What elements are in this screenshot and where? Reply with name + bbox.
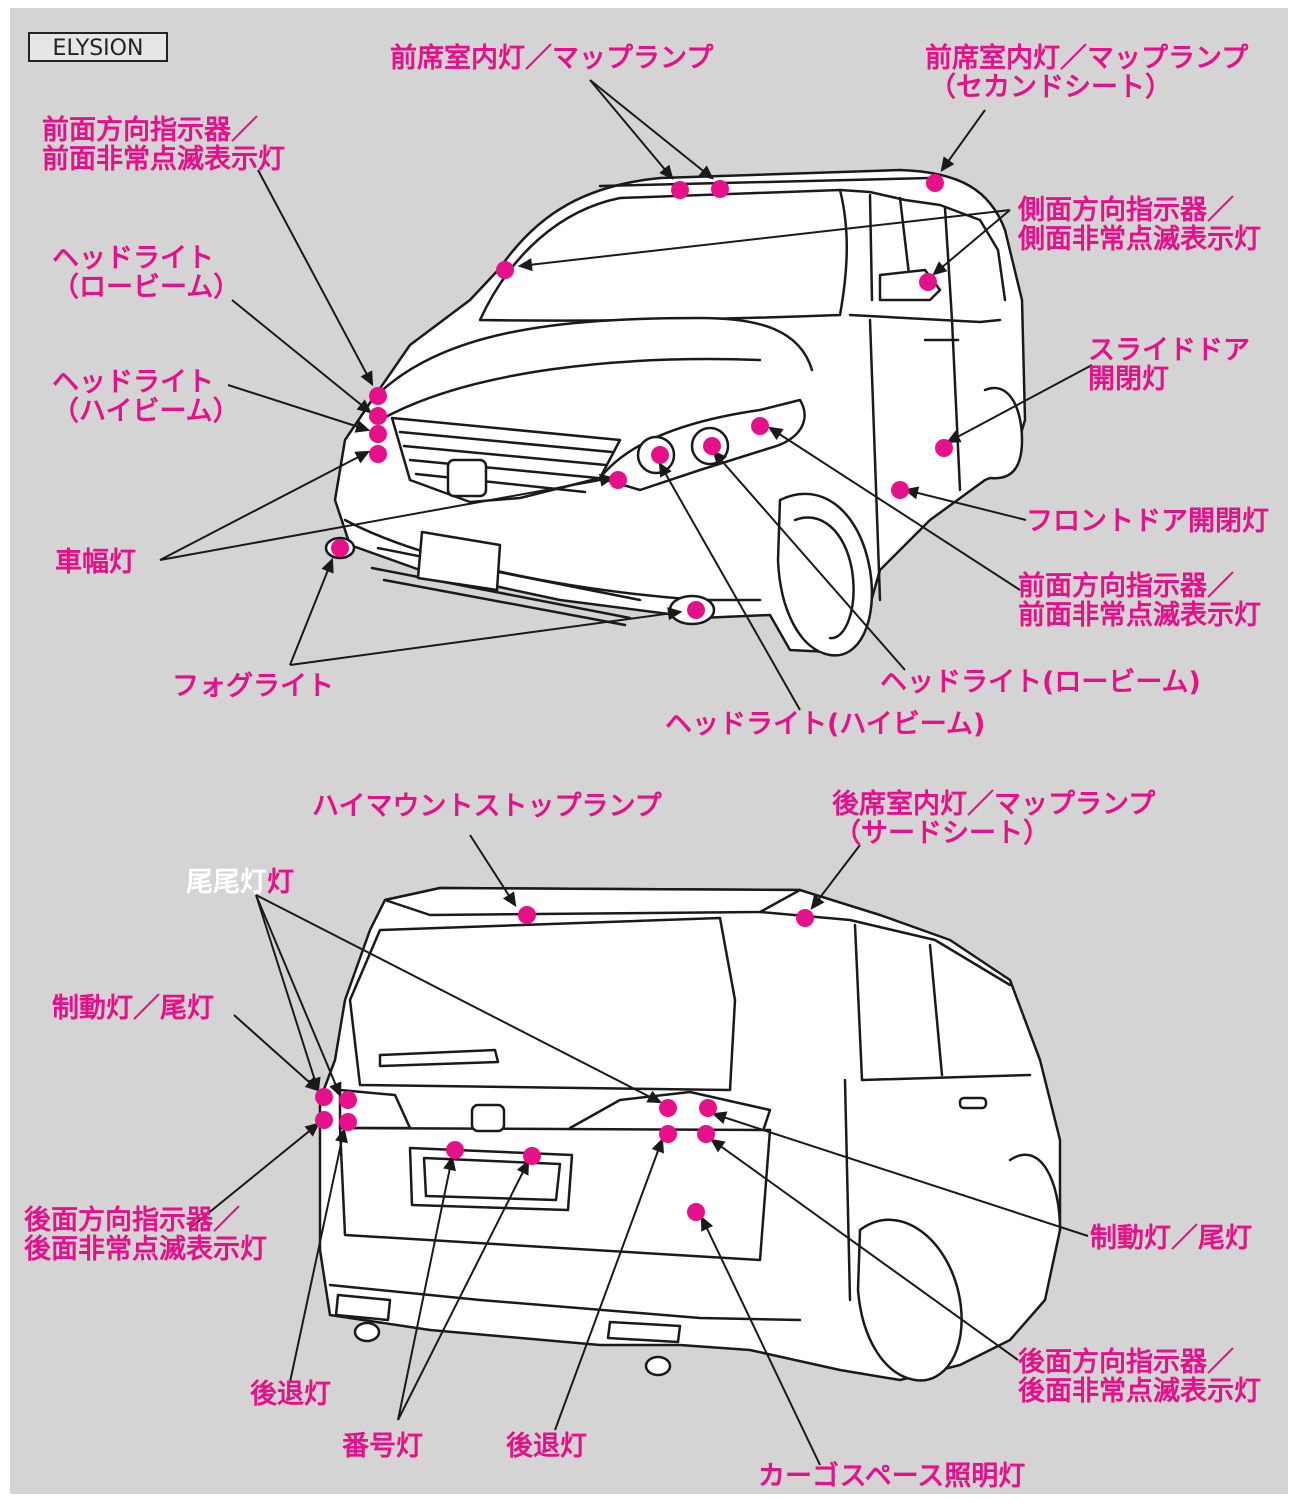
label-slide-door-line2: 開閉灯 <box>1088 365 1250 394</box>
label-tail-part2: 灯 <box>240 867 267 898</box>
label-front-turn-left: 前面方向指示器／ 前面非常点滅表示灯 <box>42 116 285 174</box>
label-rear-turn-right-line1: 後面方向指示器／ <box>1018 1348 1261 1377</box>
lamp-marker-dot <box>751 417 769 435</box>
arrowhead <box>362 372 372 384</box>
label-map-lamp-second-line1: 前席室内灯／マップランプ <box>925 44 1248 73</box>
leader-line <box>590 80 712 178</box>
lamp-marker-dot <box>703 437 721 455</box>
lamp-marker-dot <box>651 446 669 464</box>
lamp-marker-dot <box>711 180 729 198</box>
lamp-marker-dot <box>687 1203 705 1221</box>
lamp-marker-dot <box>369 407 387 425</box>
label-front-door: フロントドア開閉灯 <box>1026 507 1269 536</box>
label-slide-door-line1: スライドドア <box>1088 336 1250 365</box>
arrowhead <box>323 560 332 572</box>
rear-car-drawing <box>320 888 1060 1380</box>
label-side-turn: 側面方向指示器／ 側面非常点滅表示灯 <box>1018 196 1261 254</box>
label-rear-turn-left: 後面方向指示器／ 後面非常点滅表示灯 <box>24 1206 267 1264</box>
label-map-lamp-front: 前席室内灯／マップランプ <box>390 44 713 73</box>
lamp-marker-dot <box>919 273 937 291</box>
lamp-marker-dot <box>671 181 689 199</box>
label-brake-tail-right: 制動灯／尾灯 <box>1090 1224 1252 1253</box>
label-headlight-low-left: ヘッドライト （ロービーム） <box>52 244 240 302</box>
label-front-turn-right-line2: 前面非常点滅表示灯 <box>1018 601 1261 630</box>
lamp-marker-dot <box>315 1088 333 1106</box>
label-headlight-high-left-line2: （ハイビーム） <box>52 397 240 426</box>
leader-line <box>258 170 372 384</box>
lamp-marker-dot <box>687 601 705 619</box>
label-headlight-high-right: ヘッドライト(ハイビーム) <box>665 710 985 739</box>
label-fog: フォグライト <box>172 672 334 701</box>
lamp-marker-dot <box>523 1147 541 1165</box>
label-tail: 尾尾灯灯 <box>186 868 294 897</box>
lamp-marker-dot <box>369 425 387 443</box>
label-clearance: 車幅灯 <box>55 548 136 577</box>
label-cargo: カーゴスペース照明灯 <box>758 1462 1025 1491</box>
label-rear-map-lamp-line1: 後席室内灯／マップランプ <box>832 790 1155 819</box>
label-tail-part1: 尾尾 <box>186 867 240 898</box>
leader-line <box>256 895 318 1090</box>
lamp-marker-dot <box>518 906 536 924</box>
label-high-mount: ハイマウントストップランプ <box>312 792 662 821</box>
label-headlight-low-right: ヘッドライト(ロービーム) <box>880 668 1201 697</box>
lamp-marker-dot <box>699 1099 717 1117</box>
label-tail-part3: 灯 <box>267 867 294 898</box>
lamp-marker-dot <box>339 1113 357 1131</box>
lamp-marker-dot <box>935 439 953 457</box>
label-front-turn-right-line1: 前面方向指示器／ <box>1018 572 1261 601</box>
lamp-marker-dot <box>659 1099 677 1117</box>
label-rear-map-lamp-line2: （サードシート） <box>832 819 1155 848</box>
leader-line <box>290 612 680 665</box>
label-front-turn-left-line1: 前面方向指示器／ <box>42 116 285 145</box>
lamp-marker-dot <box>796 909 814 927</box>
leader-line <box>232 300 370 412</box>
label-reverse-left: 後退灯 <box>250 1380 331 1409</box>
label-front-turn-right: 前面方向指示器／ 前面非常点滅表示灯 <box>1018 572 1261 630</box>
leader-line <box>590 80 672 178</box>
label-rear-turn-right-line2: 後面非常点滅表示灯 <box>1018 1377 1261 1406</box>
lamp-marker-dot <box>496 261 514 279</box>
lamp-marker-dot <box>331 539 349 557</box>
label-reverse-right: 後退灯 <box>506 1432 587 1461</box>
label-rear-turn-left-line2: 後面非常点滅表示灯 <box>24 1235 267 1264</box>
lamp-marker-dot <box>659 1125 677 1143</box>
label-slide-door: スライドドア 開閉灯 <box>1088 336 1250 394</box>
lamp-marker-dot <box>609 471 627 489</box>
lamp-marker-dot <box>339 1091 357 1109</box>
lamp-marker-dot <box>891 481 909 499</box>
leader-line <box>228 385 368 430</box>
label-rear-map-lamp: 後席室内灯／マップランプ （サードシート） <box>832 790 1155 848</box>
label-map-lamp-second-line2: （セカンドシート） <box>925 73 1248 102</box>
label-side-turn-line1: 側面方向指示器／ <box>1018 196 1261 225</box>
lamp-marker-dot <box>446 1141 464 1159</box>
label-headlight-high-left: ヘッドライト （ハイビーム） <box>52 368 240 426</box>
label-license: 番号灯 <box>342 1432 423 1461</box>
label-side-turn-line2: 側面非常点滅表示灯 <box>1018 225 1261 254</box>
model-badge: ELYSION <box>28 32 168 62</box>
label-headlight-low-left-line2: （ロービーム） <box>52 273 240 302</box>
arrowhead <box>942 158 952 170</box>
lamp-marker-dot <box>369 387 387 405</box>
leader-line <box>290 560 332 665</box>
lamp-marker-dot <box>369 445 387 463</box>
label-headlight-high-left-line1: ヘッドライト <box>52 368 240 397</box>
lamp-marker-dot <box>697 1125 715 1143</box>
label-map-lamp-second: 前席室内灯／マップランプ （セカンドシート） <box>925 44 1248 102</box>
lamp-marker-dot <box>315 1111 333 1129</box>
lamp-marker-dot <box>926 174 944 192</box>
label-rear-turn-left-line1: 後面方向指示器／ <box>24 1206 267 1235</box>
front-car-drawing <box>326 170 1025 655</box>
label-brake-tail-left: 制動灯／尾灯 <box>52 994 214 1023</box>
leader-line <box>256 895 340 1095</box>
label-headlight-low-left-line1: ヘッドライト <box>52 244 240 273</box>
label-front-turn-left-line2: 前面非常点滅表示灯 <box>42 145 285 174</box>
label-rear-turn-right: 後面方向指示器／ 後面非常点滅表示灯 <box>1018 1348 1261 1406</box>
